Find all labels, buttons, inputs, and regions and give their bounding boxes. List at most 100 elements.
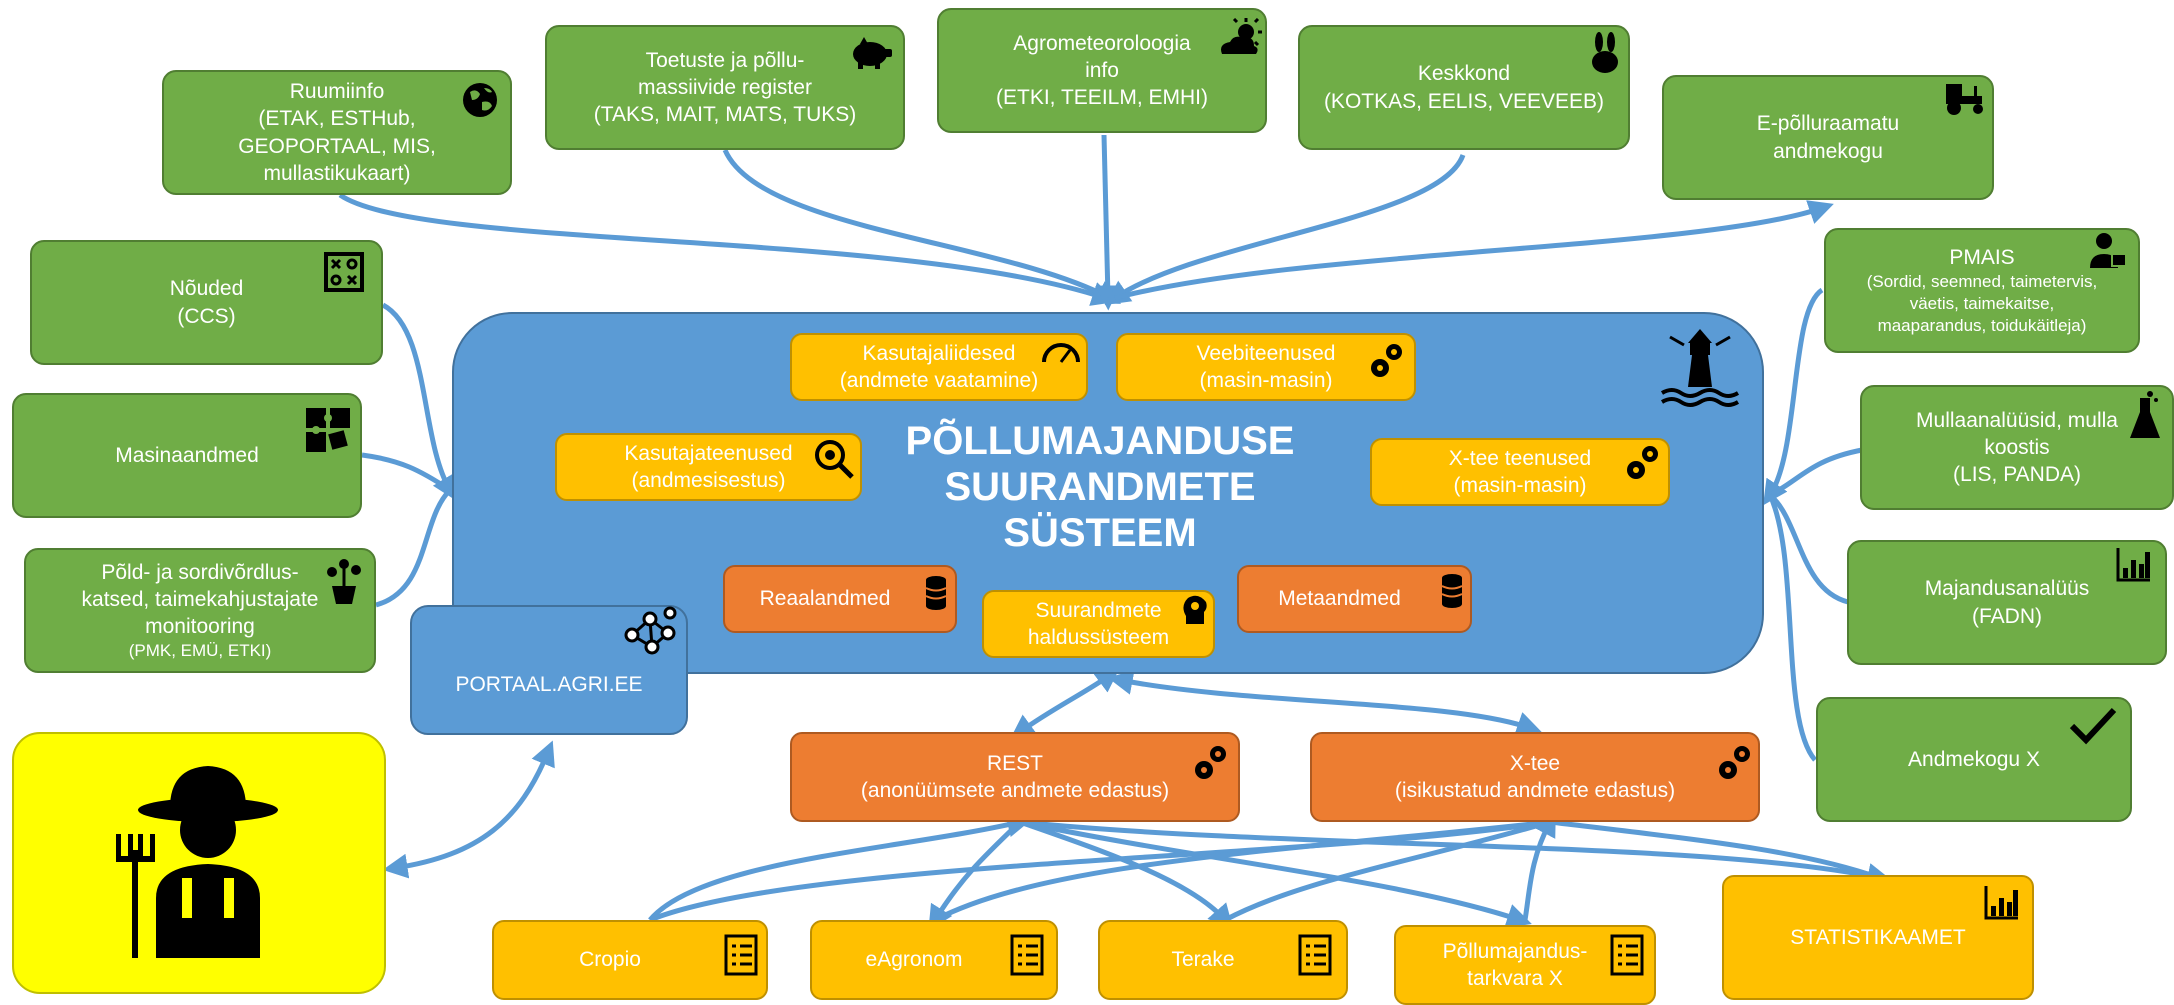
reaalandmed-box: Reaalandmed [723,565,957,633]
checklist-icon [1298,934,1332,976]
agromet-line: info [1085,58,1119,82]
veebiteenused-box: Veebiteenused (masin-masin) [1116,333,1416,401]
statistika-box: STATISTIKAAMET [1722,875,2034,1000]
database-icon [1440,574,1464,608]
tarkvara-line: Põllumajandus- [1442,939,1588,963]
globe-icon [460,80,500,120]
puzzle-icon [304,406,352,454]
checklist-icon [1010,934,1044,976]
andmekogu-box: Andmekogu X [1816,697,2132,822]
statistika-label: STATISTIKAAMET [1790,925,1966,949]
gauge-icon [1040,338,1082,364]
head-gear-icon [1180,594,1210,626]
title-line-2: SUURANDMETE [944,465,1256,509]
checkmark-icon [2068,706,2118,746]
pold-line: monitooring [145,615,255,639]
pold-small-line: (PMK, EMÜ, ETKI) [128,641,272,661]
toetused-line: (TAKS, MAIT, MATS, TUKS) [593,103,857,127]
toetused-box: Toetuste ja põllu- massiivide register (… [545,25,905,150]
piggy-bank-icon [848,36,896,70]
title-line-1: PÕLLUMAJANDUSE [905,419,1295,463]
rabbit-icon [1588,32,1622,74]
ruumiinfo-box: Ruumiinfo (ETAK, ESTHub, GEOPORTAAL, MIS… [162,70,512,195]
veebiteenused-line: (masin-masin) [1199,369,1333,392]
rest-line: (anonüümsete andmete edastus) [860,779,1170,802]
pmais-title: PMAIS [1949,245,2015,269]
kasutajateenused-box: Kasutajateenused (andmesisestus) [555,433,862,501]
pold-line: katsed, taimekahjustajate [81,587,319,611]
xtee-teenused-line: (masin-masin) [1453,474,1587,497]
lighthouse-icon [1660,325,1740,410]
tarkvara-line: tarkvara X [1467,967,1563,990]
network-icon [622,605,678,657]
bar-chart-icon [1984,884,2020,920]
search-bug-icon [812,437,856,481]
metaandmed-box: Metaandmed [1237,565,1472,633]
keskkond-box: Keskkond (KOTKAS, EELIS, VEEVEEB) [1298,25,1630,150]
flask-icon [2128,390,2162,442]
keskkond-line: Keskkond [1417,62,1511,86]
pmais-line: väetis, taimekaitse, [1909,294,2055,314]
toetused-line: Toetuste ja põllu- [645,48,805,72]
majandus-box: Majandusanalüüs (FADN) [1847,540,2167,665]
mulla-line: (LIS, PANDA) [1953,463,2081,487]
title-line-3: SÜSTEEM [1003,511,1197,555]
gears-icon [1624,442,1664,482]
majandus-line: (FADN) [1972,604,2042,628]
system-title: PÕLLUMAJANDUSE SUURANDMETE SÜSTEEM [880,418,1320,556]
cropio-box: Cropio [492,920,768,1000]
masina-box: Masinaandmed [12,393,362,518]
weather-icon [1218,18,1264,58]
bar-chart-icon [2116,546,2152,582]
mulla-line: koostis [1984,435,2050,459]
metaandmed-label: Metaandmed [1278,587,1401,611]
epollu-line: E-põlluraamatu [1756,112,1900,136]
rest-box: REST (anonüümsete andmete edastus) [790,732,1240,822]
inspector-icon [2088,232,2128,270]
haldus-line: Suurandmete [1035,598,1162,622]
mulla-line: Mullaanalüüsid, mulla [1916,408,2118,432]
cropio-label: Cropio [579,948,641,972]
pmais-box: PMAIS (Sordid, seemned, taimetervis, väe… [1824,228,2140,353]
epollu-box: E-põlluraamatu andmekogu [1662,75,1994,200]
xtee-teenused-line: X-tee teenused [1448,446,1592,470]
terake-label: Terake [1171,948,1235,972]
database-icon [924,576,948,610]
pmais-line: maaparandus, toidukäitleja) [1877,316,2087,336]
xtee-box: X-tee (isikustatud andmete edastus) [1310,732,1760,822]
pold-box: Põld- ja sordivõrdlus- katsed, taimekahj… [24,548,376,673]
kasutajaliidesed-line: Kasutajaliidesed [862,341,1016,365]
gears-icon [1368,340,1408,380]
haldus-box: Suurandmete haldussüsteem [982,590,1215,658]
xtee-line: X-tee [1509,751,1561,775]
tractor-icon [1940,82,1990,116]
veebiteenused-line: Veebiteenused [1196,341,1336,365]
mulla-box: Mullaanalüüsid, mulla koostis (LIS, PAND… [1860,385,2174,510]
keskkond-line: (KOTKAS, EELIS, VEEVEEB) [1323,89,1605,113]
eagronom-label: eAgronom [865,948,963,972]
ruumiinfo-line: (ETAK, ESTHub, [258,107,416,131]
kasutajateenused-line: (andmesisestus) [631,469,786,492]
terake-box: Terake [1098,920,1348,1000]
agromet-box: Agrometeoroloogia info (ETKI, TEEILM, EM… [937,8,1267,133]
rest-line: REST [986,751,1043,775]
epollu-line: andmekogu [1773,139,1883,163]
kasutajaliidesed-box: Kasutajaliidesed (andmete vaatamine) [790,333,1088,401]
checklist-icon [724,934,758,976]
strategy-icon [322,250,366,294]
xtee-line: (isikustatud andmete edastus) [1394,779,1676,802]
farmer-icon [108,758,298,958]
ruumiinfo-line: GEOPORTAAL, MIS, [238,134,436,158]
plant-icon [322,556,366,606]
majandus-line: Majandusanalüüs [1924,577,2090,601]
checklist-icon [1610,934,1644,976]
gears-icon [1716,742,1756,782]
ruumiinfo-line: mullastikukaart) [263,161,411,185]
kasutajateenused-line: Kasutajateenused [624,441,793,465]
noudeid-line: Nõuded [169,277,244,301]
noudeid-line: (CCS) [177,304,236,328]
gears-icon [1192,742,1232,782]
pmais-line: (Sordid, seemned, taimetervis, [1866,272,2098,291]
pold-line: Põld- ja sordivõrdlus- [101,560,299,584]
